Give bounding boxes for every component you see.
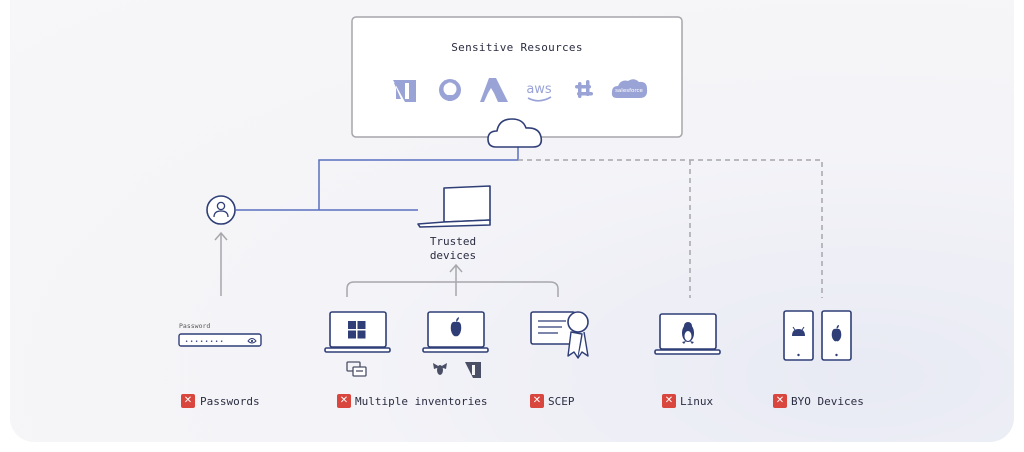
aws-icon: aws — [526, 82, 552, 102]
tux-icon — [682, 322, 694, 344]
kandji-bee-icon — [433, 363, 447, 375]
jamf-icon — [393, 80, 416, 102]
linux-laptop-icon — [654, 313, 721, 355]
android-tablet-icon — [783, 310, 814, 361]
caption-multiple-inventories: Multiple inventories — [355, 395, 488, 408]
android-icon — [792, 326, 805, 336]
trusted-line-2: devices — [429, 249, 477, 262]
x-mark-icon: ✕ — [530, 394, 544, 408]
trusted-line-1: Trusted — [429, 235, 477, 248]
azure-icon — [480, 78, 508, 102]
ipad-icon — [821, 310, 852, 361]
jamf-small-icon — [465, 362, 481, 378]
password-field: • • • • • • • • — [178, 333, 262, 347]
sensitive-resources-title: Sensitive Resources — [451, 41, 583, 54]
caption-scep: SCEP — [548, 395, 575, 408]
x-mark-icon: ✕ — [181, 394, 195, 408]
cloud-icon — [487, 118, 543, 148]
github-icon — [439, 79, 461, 101]
svg-text:aws: aws — [526, 82, 552, 97]
caption-byo-devices: BYO Devices — [791, 395, 864, 408]
caption-passwords: Passwords — [200, 395, 260, 408]
up-arrow-head-icon — [449, 263, 463, 273]
caption-linux: Linux — [680, 395, 714, 408]
password-field-label: Password — [179, 322, 211, 330]
slack-icon — [575, 80, 593, 98]
x-mark-icon: ✕ — [773, 394, 787, 408]
trusted-bracket — [346, 281, 559, 297]
apple-icon — [831, 325, 842, 342]
windows-icon — [348, 321, 366, 339]
x-mark-icon: ✕ — [662, 394, 676, 408]
certificate-icon — [530, 311, 589, 359]
cloud-to-user-line — [318, 146, 519, 210]
user-icon — [206, 195, 236, 225]
windows-laptop-icon — [324, 311, 391, 353]
eye-icon — [247, 338, 257, 344]
trusted-devices-label: Trusted devices — [410, 235, 496, 263]
up-arrow-head-icon — [214, 231, 228, 241]
mac-laptop-icon — [422, 311, 489, 353]
salesforce-icon: salesforce — [611, 79, 648, 98]
svg-text:salesforce: salesforce — [615, 88, 643, 94]
cloud-to-linux-dashed — [518, 159, 823, 298]
apple-icon — [450, 317, 462, 337]
x-mark-icon: ✕ — [337, 394, 351, 408]
trusted-laptop-icon — [417, 185, 491, 228]
remote-desktop-icon — [346, 361, 367, 377]
svg-text:• • • • • • • •: • • • • • • • • — [185, 339, 223, 345]
